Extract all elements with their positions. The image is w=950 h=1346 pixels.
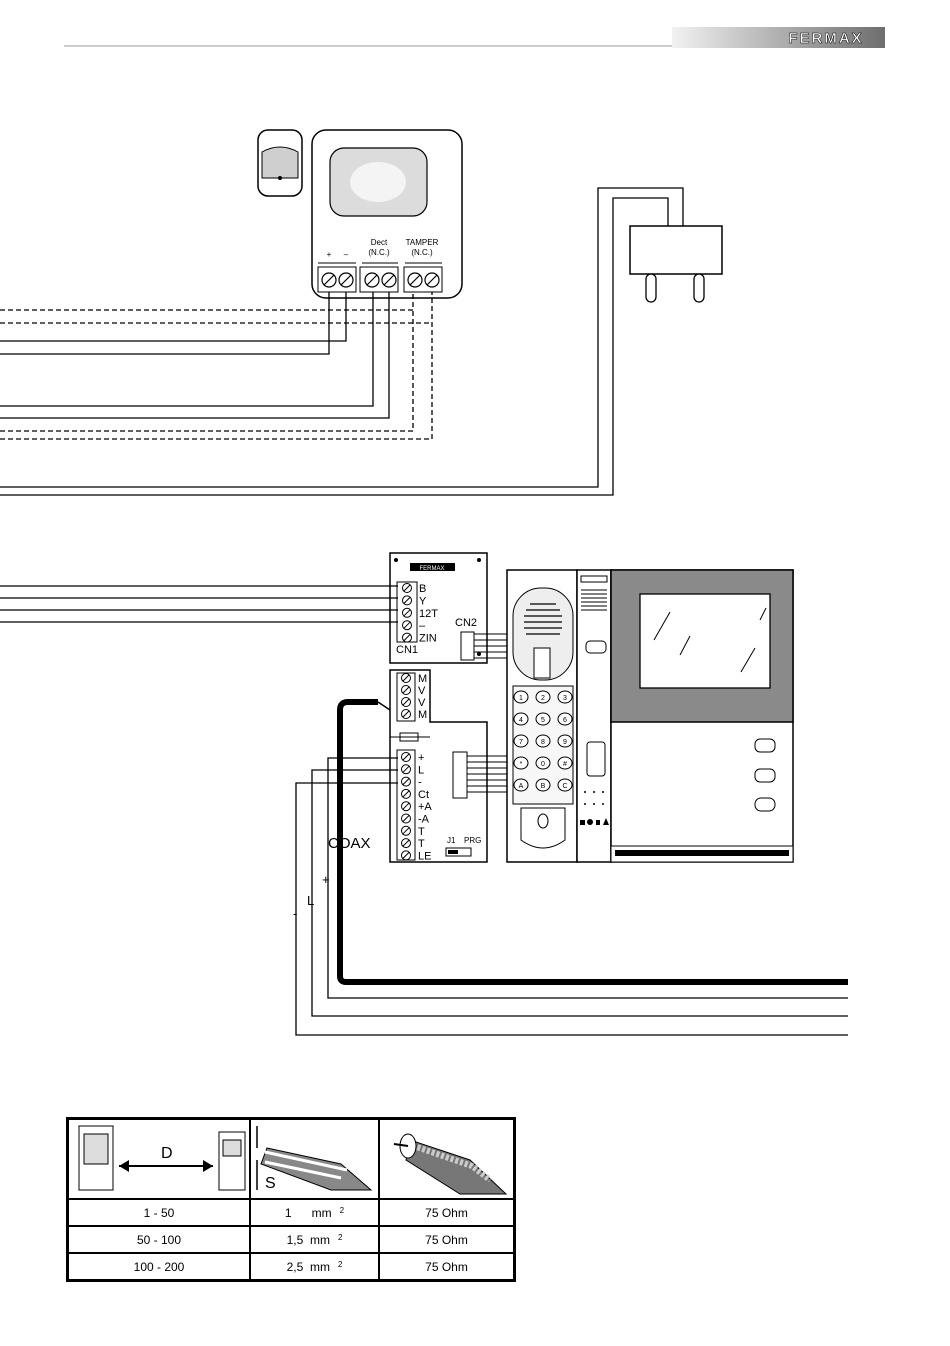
- keypad-key-label: C: [562, 783, 567, 790]
- main-terminal-label: T: [418, 838, 425, 850]
- keypad-key-label: 4: [519, 717, 523, 724]
- keypad-key-label: 6: [563, 717, 567, 724]
- distance-icon: D: [69, 1120, 249, 1198]
- distance-label: D: [161, 1145, 173, 1162]
- video-terminal-label: V: [418, 685, 426, 697]
- sensor-plus-label: +: [327, 250, 332, 259]
- l-wire-label: L: [307, 893, 314, 908]
- motion-sensor: + – Dect (N.C.) TAMPER (N.C.): [312, 130, 462, 298]
- keypad-key: 2: [536, 691, 550, 703]
- coax-label: COAX: [328, 835, 371, 852]
- keypad-key-label: 7: [519, 739, 523, 746]
- video-terminal-label: V: [418, 697, 426, 709]
- keypad-key-label: 0: [541, 761, 545, 768]
- keypad-key-label: 5: [541, 717, 545, 724]
- keypad-key-label: 1: [519, 695, 523, 702]
- video-monitor: [611, 570, 793, 862]
- cn1-terminal-label: 12T: [419, 608, 438, 620]
- jumper-prg-label: PRG: [464, 836, 481, 845]
- keypad-key-label: B: [541, 783, 546, 790]
- magnetic-contact-icon: [258, 130, 302, 196]
- main-terminal-label: +A: [418, 801, 432, 813]
- distance-header-cell: D: [68, 1119, 251, 1200]
- section-header-cell: S: [250, 1119, 379, 1200]
- sensor-dect-nc-label: (N.C.): [368, 248, 390, 257]
- section-label: S: [265, 1175, 276, 1192]
- sensor-minus-label: –: [344, 250, 349, 259]
- jumper-j1-label: J1: [447, 836, 456, 845]
- cn1-board-brand: FERMAX: [419, 566, 444, 572]
- keypad-key-label: 9: [563, 739, 567, 746]
- keypad-key: *: [514, 757, 528, 769]
- cn1-label: CN1: [396, 644, 418, 656]
- main-terminal-label: -: [418, 777, 422, 789]
- keypad-key: B: [536, 779, 550, 791]
- main-terminal-label: LE: [418, 850, 431, 862]
- keypad-key-label: *: [520, 761, 523, 768]
- cn1-terminal-label: –: [419, 620, 426, 632]
- keypad-key: 1: [514, 691, 528, 703]
- main-terminal-label: +: [418, 752, 424, 764]
- header-logo-band: FERMAX: [672, 27, 885, 48]
- keypad-key-label: 2: [541, 695, 545, 702]
- keypad-key: 6: [558, 713, 572, 725]
- twin-wire-icon: S: [251, 1120, 378, 1198]
- main-terminal-label: L: [418, 764, 424, 776]
- cn1-terminal-label: B: [419, 583, 426, 595]
- plus-wire-label: +: [322, 872, 330, 887]
- keypad-key-label: #: [563, 761, 567, 768]
- coax-cell: 75 Ohm: [379, 1253, 515, 1281]
- coax-header-cell: [379, 1119, 515, 1200]
- control-strip: [577, 570, 611, 862]
- main-terminal-label: Ct: [418, 789, 429, 801]
- minus-wire-label: -: [293, 906, 297, 921]
- coax-cable-icon: [380, 1120, 513, 1198]
- brand-logo: FERMAX: [788, 30, 863, 47]
- keypad-key: #: [558, 757, 572, 769]
- sensor-tamper-nc-label: (N.C.): [411, 248, 433, 257]
- keypad-key: 4: [514, 713, 528, 725]
- keypad-key: 0: [536, 757, 550, 769]
- bus-wires: [0, 586, 398, 622]
- sensor-wires: [0, 292, 432, 439]
- distance-cell: 100 - 200: [68, 1253, 251, 1281]
- keypad-key: 3: [558, 691, 572, 703]
- coax-cell: 75 Ohm: [379, 1199, 515, 1226]
- keypad-key: 5: [536, 713, 550, 725]
- distance-cell: 1 - 50: [68, 1199, 251, 1226]
- main-terminal-label: -A: [418, 814, 430, 826]
- sensor-tamper-label: TAMPER: [406, 238, 439, 247]
- main-terminal-label: T: [418, 826, 425, 838]
- sensor-dect-label: Dect: [371, 238, 388, 247]
- video-terminal-label: M: [418, 673, 427, 685]
- key-icon: [586, 641, 606, 653]
- distance-cell: 50 - 100: [68, 1226, 251, 1253]
- coax-cell: 75 Ohm: [379, 1226, 515, 1253]
- coax-inner: [378, 702, 390, 710]
- keypad-key-label: 8: [541, 739, 545, 746]
- keypad-key: A: [514, 779, 528, 791]
- cn2-connector: [461, 632, 474, 660]
- keypad-key: C: [558, 779, 572, 791]
- cn1-terminal-label: Y: [419, 595, 427, 607]
- keypad-key-label: 3: [563, 695, 567, 702]
- keypad-key: 9: [558, 735, 572, 747]
- cn1-terminal-label: ZIN: [419, 633, 437, 645]
- keypad-key: 8: [536, 735, 550, 747]
- cn2-label: CN2: [455, 617, 477, 629]
- video-terminal-label: M: [418, 709, 427, 721]
- keypad-key: 7: [514, 735, 528, 747]
- keypad-key-label: A: [519, 783, 524, 790]
